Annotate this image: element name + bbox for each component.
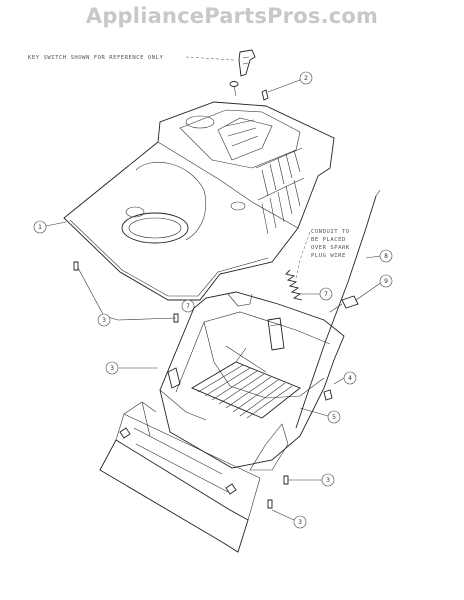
svg-text:3: 3 — [110, 365, 114, 372]
key-switch-note: KEY SWITCH SHOWN FOR REFERENCE ONLY — [28, 55, 164, 61]
wire-connector — [329, 295, 359, 313]
svg-text:1: 1 — [38, 224, 42, 231]
svg-text:7: 7 — [186, 303, 190, 310]
callout-7-left: 7 — [181, 299, 195, 313]
callout-3-left: 3 — [97, 313, 111, 327]
callout-9: 9 — [379, 274, 393, 288]
callout-1: 1 — [33, 220, 47, 234]
callout-4: 4 — [343, 371, 357, 385]
conduit-leader — [295, 231, 311, 281]
callout-3-bottom: 3 — [293, 515, 307, 529]
callout-7-right: 7 — [319, 287, 333, 301]
svg-text:3: 3 — [102, 317, 106, 324]
svg-text:BE PLACED: BE PLACED — [311, 237, 346, 243]
callout-3-lower: 3 — [321, 473, 335, 487]
svg-text:7: 7 — [324, 291, 328, 298]
svg-text:3: 3 — [326, 477, 330, 484]
key-switch-leader — [185, 56, 235, 61]
scraper-plate — [99, 401, 289, 553]
svg-text:9: 9 — [384, 278, 388, 285]
hardware-bolts — [73, 261, 333, 509]
callout-2 — [299, 71, 313, 85]
leader-lines — [45, 221, 383, 521]
callout-8: 8 — [379, 249, 393, 263]
svg-text:OVER SPARK: OVER SPARK — [311, 245, 350, 251]
leader-2 — [267, 79, 301, 93]
callout-5: 5 — [327, 410, 341, 424]
svg-text:8: 8 — [384, 253, 388, 260]
svg-text:4: 4 — [348, 375, 352, 382]
screws-top — [229, 81, 269, 101]
upper-shroud — [63, 101, 335, 301]
svg-text:3: 3 — [298, 519, 302, 526]
conduit-spring — [285, 269, 303, 301]
svg-text:CONDUIT TO: CONDUIT TO — [311, 229, 350, 235]
callout-2-label: 2 — [304, 75, 308, 82]
svg-text:5: 5 — [332, 414, 336, 421]
conduit-note: CONDUIT TO BE PLACED OVER SPARK PLUG WIR… — [311, 229, 350, 259]
svg-text:PLUG WIRE: PLUG WIRE — [311, 253, 346, 259]
lower-housing — [159, 291, 345, 469]
watermark-text: AppliancePartsPros.com — [85, 4, 379, 28]
grille — [191, 345, 301, 419]
key-switch — [238, 49, 256, 77]
cable-rod-end — [375, 189, 381, 197]
callout-3-mid: 3 — [105, 361, 119, 375]
cable-rod — [295, 195, 377, 429]
